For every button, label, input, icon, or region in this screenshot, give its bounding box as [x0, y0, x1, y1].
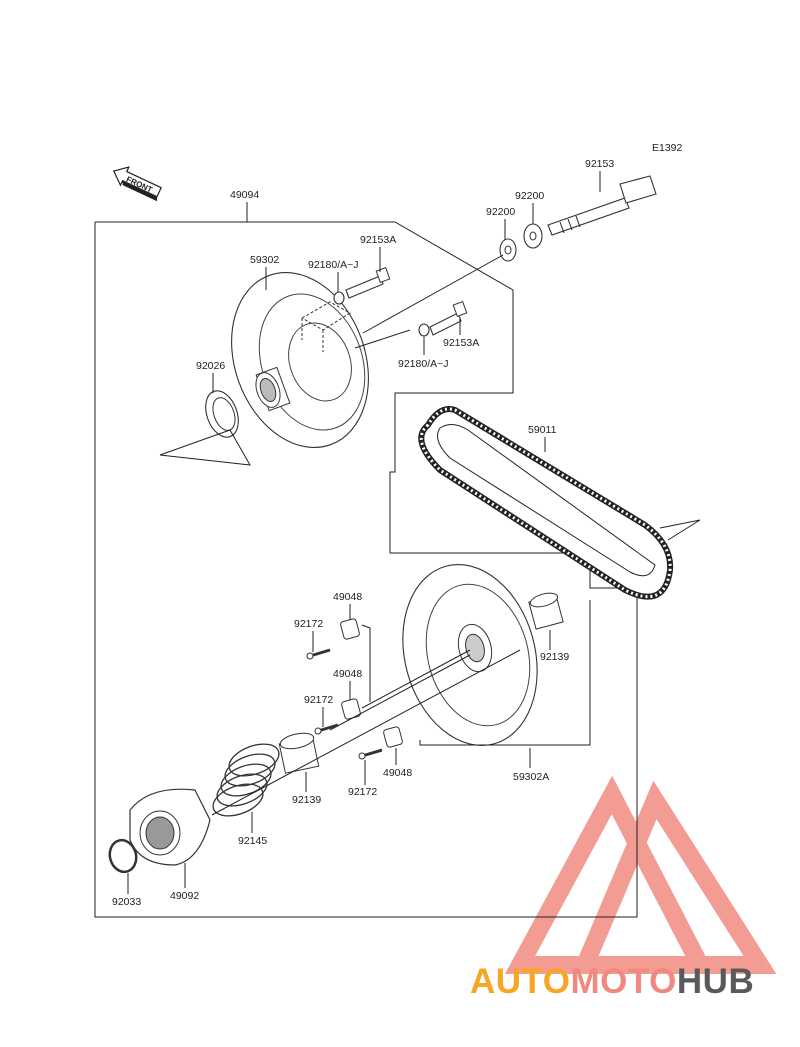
watermark-hub: HUB: [676, 962, 755, 1001]
screw-92172-b: [314, 723, 339, 735]
label-59302A: 59302A: [513, 771, 549, 783]
cam-49092: [129, 788, 211, 866]
pulley-59302: [231, 272, 369, 448]
screw-92172-c: [358, 748, 383, 760]
label-92153A-upper: 92153A: [360, 234, 396, 246]
label-92200-b: 92200: [486, 206, 515, 218]
label-49048-lower: 49048: [383, 767, 412, 779]
label-92026: 92026: [196, 360, 225, 372]
bushing-92139-lower: [278, 732, 320, 774]
belt-59011: [418, 406, 674, 600]
label-92153A-lower: 92153A: [443, 337, 479, 349]
front-arrow-icon: FRONT: [112, 166, 162, 202]
label-92139-lower: 92139: [292, 794, 321, 806]
diagram-code: E1392: [652, 142, 683, 154]
label-92172-a: 92172: [294, 618, 323, 630]
label-92145: 92145: [238, 835, 267, 847]
label-49092: 49092: [170, 890, 199, 902]
label-92172-c: 92172: [348, 786, 377, 798]
label-49048-upper: 49048: [333, 591, 362, 603]
slider-49048-upper: [340, 618, 360, 640]
watermark-auto: AUTO: [470, 962, 571, 1001]
label-92172-b: 92172: [304, 694, 333, 706]
bushing-92139-upper: [528, 592, 564, 630]
slider-49048-lower: [383, 726, 403, 748]
label-92180-lower: 92180/A~J: [398, 358, 449, 370]
spring-92145: [212, 743, 280, 817]
label-49094: 49094: [230, 189, 259, 201]
washer-92180-lower: [418, 323, 430, 337]
bolt-92153A-upper: [345, 267, 391, 299]
label-92180-upper: 92180/A~J: [308, 259, 359, 271]
washer-92180-upper: [333, 291, 345, 305]
label-59302: 59302: [250, 254, 279, 266]
bolt-92153: [547, 175, 657, 236]
screw-92172-a: [306, 648, 331, 660]
label-92200-a: 92200: [515, 190, 544, 202]
watermark-text: AUTOMOTOHUB: [470, 962, 754, 1002]
label-59011: 59011: [528, 424, 557, 436]
label-92153: 92153: [585, 158, 614, 170]
bolt-92153A-lower: [429, 301, 468, 336]
slider-49048-middle: [341, 698, 361, 720]
label-49048-middle: 49048: [333, 668, 362, 680]
assembly-outline: [94, 221, 638, 918]
label-92033: 92033: [112, 896, 141, 908]
watermark-moto: MOTO: [570, 962, 677, 1001]
circlip-92033: [108, 838, 138, 874]
watermark-logo-icon: [504, 775, 777, 974]
label-92139-upper: 92139: [540, 651, 569, 663]
